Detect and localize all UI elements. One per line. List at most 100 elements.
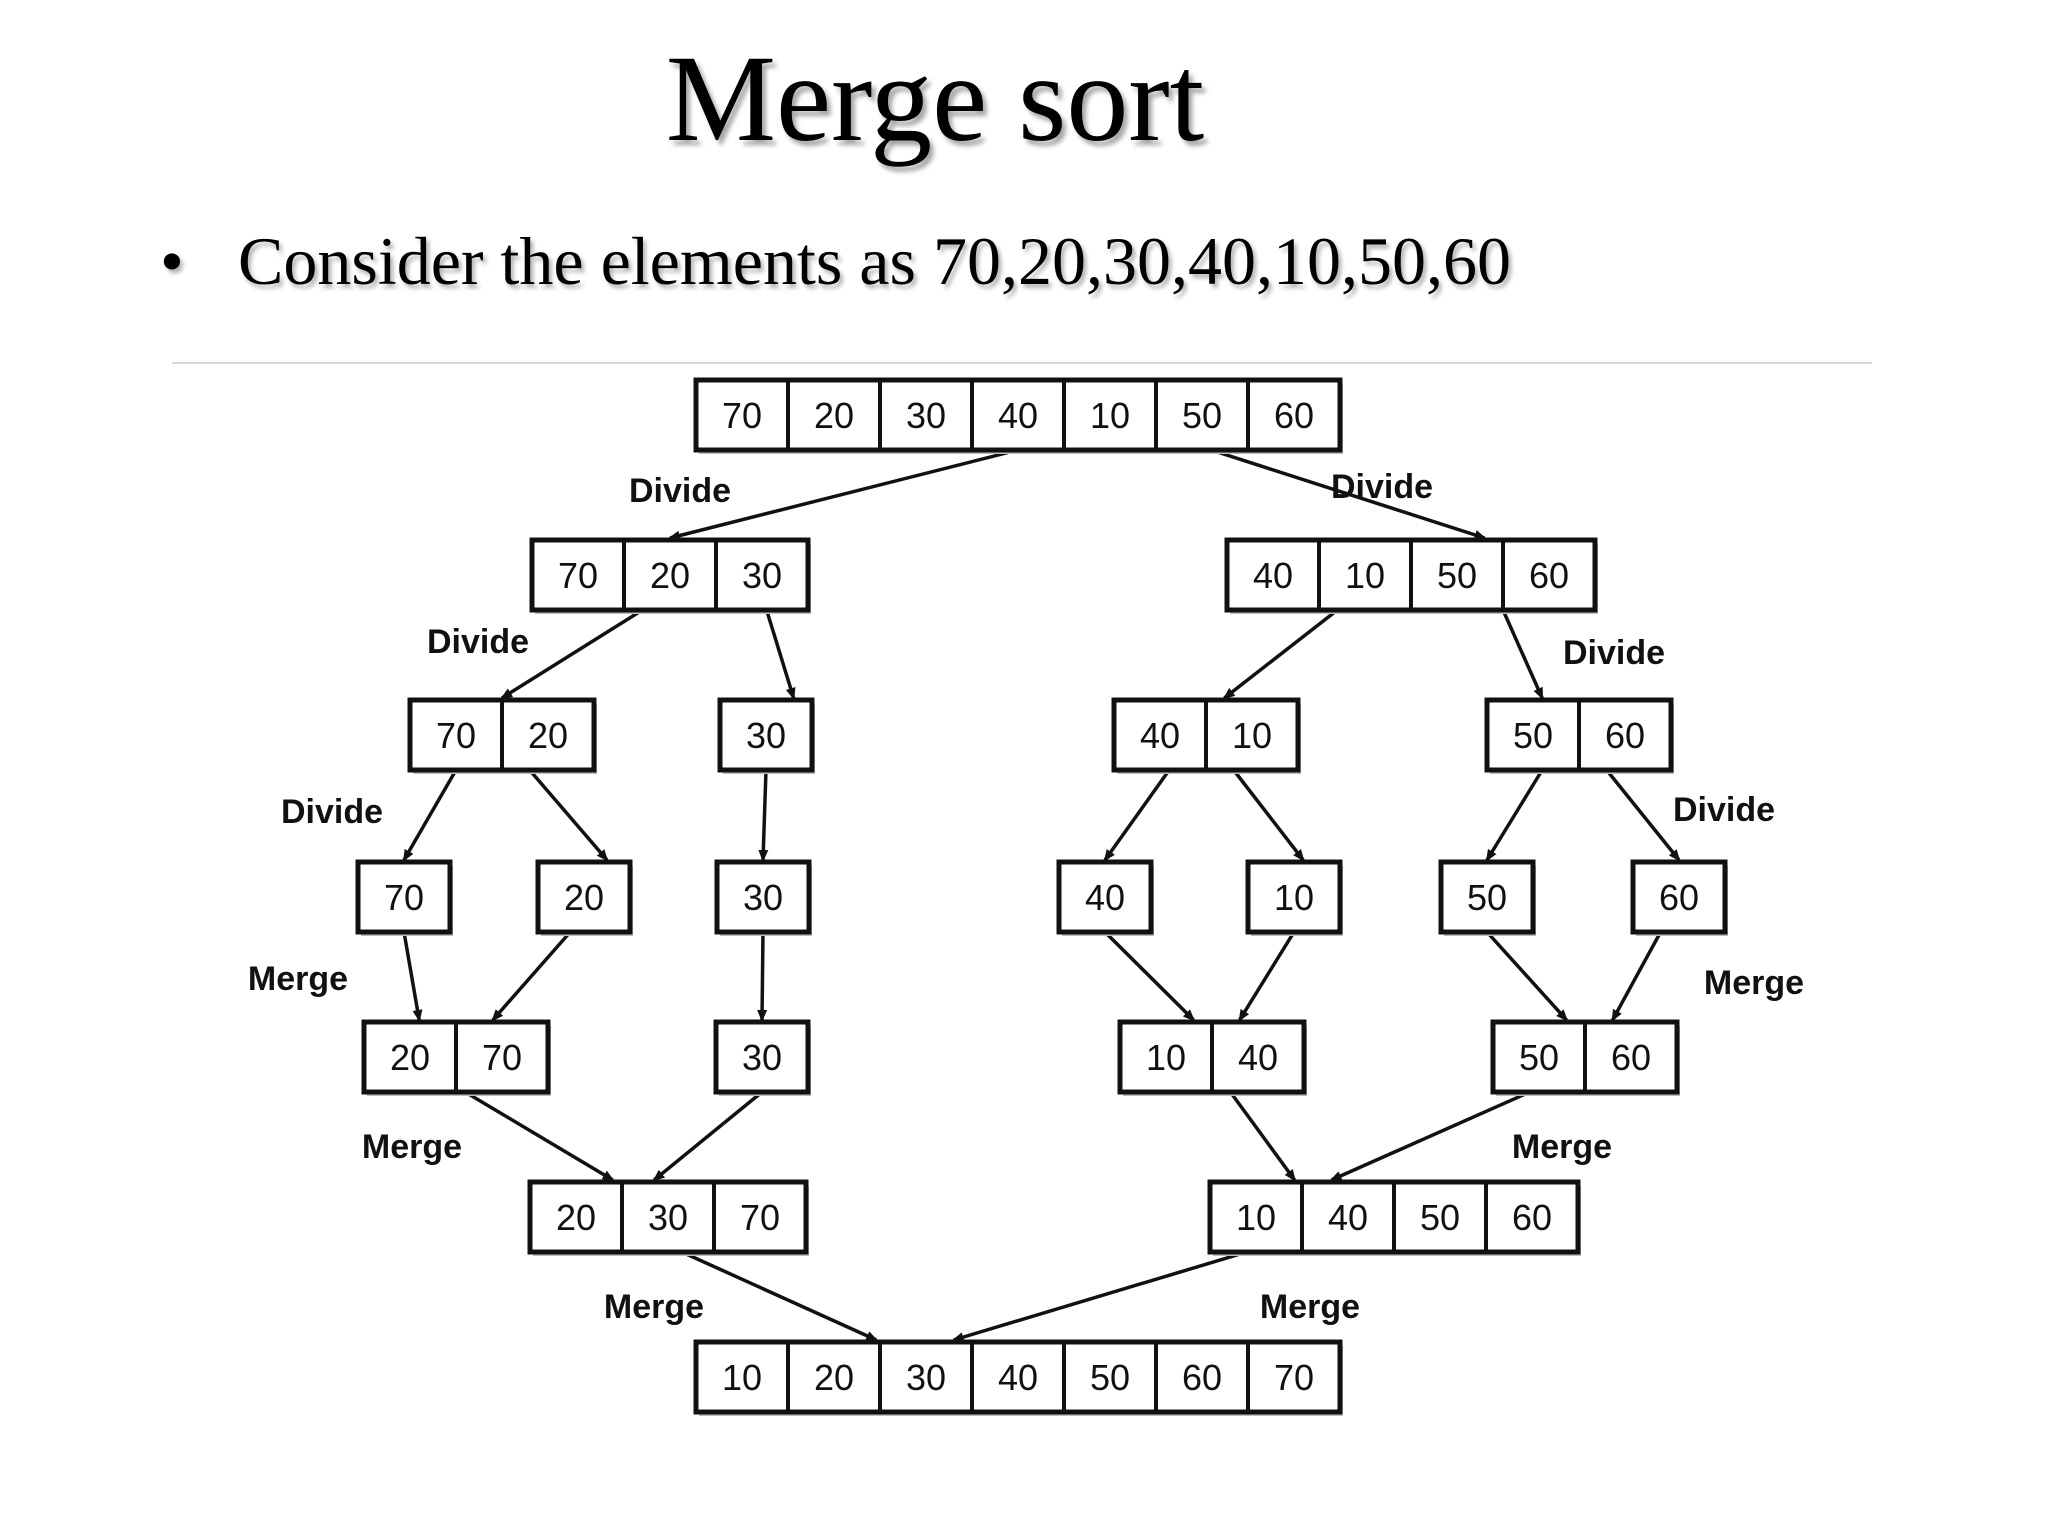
array-cell-value: 70: [384, 877, 424, 918]
merge-1-left-label: Merge: [248, 960, 348, 998]
arrow-connector: [668, 448, 1019, 541]
arrow-connector: [1501, 609, 1544, 700]
divide-1-right-label: Divide: [1331, 468, 1433, 506]
bullet-text: Consider the elements as 70,20,30,40,10,…: [238, 223, 1511, 299]
array-cell-value: 50: [1090, 1357, 1130, 1398]
array-cell-value: 20: [556, 1197, 596, 1238]
divide-3-left-label: Divide: [281, 793, 383, 831]
array-cell-value: 70: [740, 1197, 780, 1238]
array-cell-value: 10: [1090, 395, 1130, 436]
array-cell-value: 70: [482, 1037, 522, 1078]
array-cell-value: 40: [1238, 1037, 1278, 1078]
arrow-connector: [1228, 1090, 1297, 1182]
array-cell-value: 10: [1232, 715, 1272, 756]
array-node-box: [527, 1179, 809, 1255]
divide-1-left-label: Divide: [629, 472, 731, 510]
merge-3-left-label: Merge: [604, 1288, 704, 1326]
slide-title: Merge sort: [665, 30, 1205, 167]
array-node: 10: [1245, 859, 1343, 936]
array-cell-value: 20: [564, 877, 604, 918]
array-cell-value: 50: [1513, 715, 1553, 756]
array-cell-value: 70: [722, 395, 762, 436]
arrow-connector: [491, 930, 572, 1022]
arrow-connector: [1485, 769, 1544, 862]
array-node: 30: [713, 1019, 811, 1096]
array-cell-value: 10: [1345, 555, 1385, 596]
array-cell-value: 40: [1085, 877, 1125, 918]
arrow-connector: [764, 609, 796, 700]
array-node: 50: [1438, 859, 1536, 936]
arrow-connector: [757, 931, 768, 1022]
array-cell-value: 60: [1659, 877, 1699, 918]
array-node: 20: [535, 859, 633, 936]
array-cell-value: 70: [436, 715, 476, 756]
divide-2-left-label: Divide: [427, 623, 529, 661]
array-node-box: [355, 859, 453, 935]
array-cell-value: 30: [742, 555, 782, 596]
array-cell-value: 20: [814, 1357, 854, 1398]
array-node-box: [1630, 859, 1728, 935]
array-node-box: [529, 537, 811, 613]
array-node-box: [1438, 859, 1536, 935]
array-cell-value: 10: [722, 1357, 762, 1398]
merge-2-right-label: Merge: [1512, 1128, 1612, 1166]
array-cell-value: 40: [998, 1357, 1038, 1398]
bullet-symbol: •: [160, 223, 184, 299]
array-cell-value: 60: [1611, 1037, 1651, 1078]
arrow-connector: [528, 768, 609, 862]
array-cell-value: 60: [1182, 1357, 1222, 1398]
arrow-connector: [464, 1090, 615, 1182]
array-node-box: [1056, 859, 1154, 935]
array-cell-value: 40: [1140, 715, 1180, 756]
divide-3-right-label: Divide: [1673, 791, 1775, 829]
array-cell-value: 40: [998, 395, 1038, 436]
arrow-connector: [758, 769, 769, 862]
array-cell-value: 30: [742, 1037, 782, 1078]
arrow-connector: [681, 1250, 879, 1342]
array-node-box: [693, 377, 1343, 453]
arrow-layer: [402, 448, 1681, 1342]
array-cell-value: 60: [1605, 715, 1645, 756]
array-cell-value: 50: [1467, 877, 1507, 918]
array-cell-value: 50: [1437, 555, 1477, 596]
array-node: 70: [355, 859, 453, 936]
array-cell-value: 10: [1236, 1197, 1276, 1238]
arrow-connector: [1611, 931, 1663, 1022]
arrow-connector: [1210, 448, 1487, 540]
array-node-box: [535, 859, 633, 935]
array-cell-value: 40: [1328, 1197, 1368, 1238]
array-node: 10 20 30 40 50 60 70: [693, 1339, 1343, 1416]
arrow-connector: [1103, 768, 1171, 862]
array-node: 10 40: [1117, 1019, 1307, 1096]
array-cell-value: 30: [746, 715, 786, 756]
array-node-box: [714, 859, 812, 935]
array-cell-value: 40: [1253, 555, 1293, 596]
merge-2-left-label: Merge: [362, 1128, 462, 1166]
array-cell-value: 60: [1529, 555, 1569, 596]
array-node: 50 60: [1484, 697, 1674, 774]
array-cell-value: 20: [528, 715, 568, 756]
array-node: 70 20: [407, 697, 597, 774]
arrow-connector: [1238, 931, 1296, 1022]
array-node: 40: [1056, 859, 1154, 936]
array-cell-value: 20: [390, 1037, 430, 1078]
array-node: 30: [714, 859, 812, 936]
merge-3-right-label: Merge: [1260, 1288, 1360, 1326]
array-cell-value: 50: [1182, 395, 1222, 436]
array-cell-value: 70: [1274, 1357, 1314, 1398]
arrow-connector: [1605, 768, 1681, 862]
array-cell-value: 70: [558, 555, 598, 596]
array-node-box: [713, 1019, 811, 1095]
array-cell-value: 10: [1146, 1037, 1186, 1078]
array-cell-value: 50: [1420, 1197, 1460, 1238]
array-cell-value: 30: [906, 395, 946, 436]
array-cell-value: 30: [906, 1357, 946, 1398]
